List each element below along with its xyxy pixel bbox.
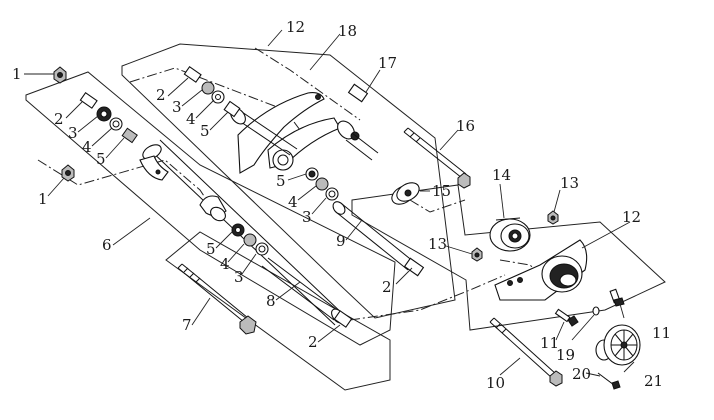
callout-2: 2 bbox=[308, 333, 318, 351]
callout-13: 13 bbox=[428, 235, 447, 253]
callout-1: 1 bbox=[12, 65, 22, 83]
part-shaft-9 bbox=[332, 201, 425, 277]
callout-2: 2 bbox=[54, 110, 64, 128]
part-screw-20 bbox=[597, 372, 621, 390]
part-bracket-12 bbox=[494, 239, 588, 301]
callout-14: 14 bbox=[492, 166, 511, 184]
callout-5: 5 bbox=[276, 172, 286, 190]
part-bushing-14 bbox=[489, 217, 531, 252]
callout-18: 18 bbox=[338, 22, 357, 40]
part-middle-bushing-group bbox=[199, 195, 269, 256]
part-bolt-7 bbox=[177, 263, 257, 335]
callout-7: 7 bbox=[182, 316, 192, 334]
part-bolt-10 bbox=[489, 317, 563, 387]
part-wheel-21 bbox=[595, 324, 641, 366]
part-bolts-11 bbox=[554, 288, 625, 327]
callout-3: 3 bbox=[234, 268, 244, 286]
callout-3: 3 bbox=[172, 98, 182, 116]
callout-15: 15 bbox=[432, 182, 451, 200]
callout-20: 20 bbox=[572, 365, 591, 383]
part-top-arm bbox=[230, 92, 341, 174]
callout-4: 4 bbox=[288, 193, 298, 211]
callout-3: 3 bbox=[302, 208, 312, 226]
part-bolt-16 bbox=[403, 127, 471, 189]
dash-frame-b bbox=[129, 67, 301, 131]
dash-frame-c bbox=[254, 47, 361, 121]
callout-21: 21 bbox=[644, 372, 663, 390]
part-top-right-stack bbox=[305, 83, 379, 201]
callout-11: 11 bbox=[540, 334, 559, 352]
callout-11: 11 bbox=[652, 324, 671, 342]
part-main-shaft bbox=[139, 139, 348, 326]
callout-13: 13 bbox=[560, 174, 579, 192]
assembly-frames bbox=[25, 43, 666, 391]
leader-lines bbox=[24, 29, 635, 377]
callout-labels: 1 1 2 2 2 2 3 3 3 3 4 4 4 4 5 5 5 5 6 7 … bbox=[12, 18, 671, 392]
callout-8: 8 bbox=[266, 292, 276, 310]
part-nuts-13 bbox=[471, 210, 559, 262]
frame-right-arm bbox=[165, 231, 391, 391]
part-spacer-15 bbox=[391, 182, 420, 205]
callout-17: 17 bbox=[378, 54, 397, 72]
callout-2: 2 bbox=[382, 278, 392, 296]
callout-16: 16 bbox=[456, 117, 475, 135]
callout-9: 9 bbox=[336, 232, 346, 250]
dash-frame-e bbox=[409, 199, 466, 213]
part-nuts-1 bbox=[53, 66, 75, 182]
callout-4: 4 bbox=[186, 110, 196, 128]
callout-6: 6 bbox=[102, 236, 112, 254]
callout-4: 4 bbox=[220, 255, 230, 273]
frame-left-arm bbox=[25, 71, 396, 346]
frame-top-arm bbox=[121, 43, 456, 319]
callout-5: 5 bbox=[206, 240, 216, 258]
part-pin-19 bbox=[592, 306, 600, 316]
callout-3: 3 bbox=[68, 124, 78, 142]
dash-frame-d bbox=[349, 274, 506, 321]
callout-4: 4 bbox=[82, 138, 92, 156]
part-top-washers bbox=[183, 65, 241, 118]
callout-5: 5 bbox=[200, 122, 210, 140]
part-bush-2-lower bbox=[333, 310, 353, 328]
callout-19: 19 bbox=[556, 346, 575, 364]
callout-5: 5 bbox=[96, 150, 106, 168]
callout-2: 2 bbox=[156, 86, 166, 104]
callout-12: 12 bbox=[622, 208, 641, 226]
callout-12: 12 bbox=[286, 18, 305, 36]
callout-1: 1 bbox=[38, 190, 48, 208]
part-left-washers bbox=[79, 91, 138, 144]
callout-10: 10 bbox=[486, 374, 505, 392]
frame-bracket bbox=[351, 184, 666, 331]
